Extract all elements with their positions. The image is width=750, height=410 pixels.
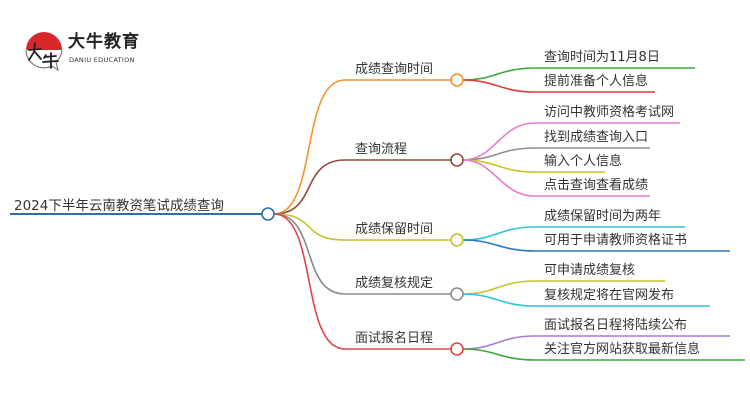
- logo-mark-icon: [25, 32, 63, 72]
- leaf-connector: [462, 280, 665, 295]
- root-node[interactable]: 2024下半年云南教资笔试成绩查询: [14, 198, 224, 214]
- leaf-connector: [462, 348, 745, 361]
- branch-node[interactable]: 成绩查询时间: [355, 62, 434, 77]
- branch-connector: [273, 213, 451, 350]
- leaf-node[interactable]: 提前准备个人信息: [544, 74, 649, 89]
- leaf-node[interactable]: 面试报名日程将陆续公布: [544, 318, 688, 333]
- branch-connector: [273, 79, 451, 215]
- branch-node[interactable]: 成绩保留时间: [355, 222, 434, 237]
- leaf-node[interactable]: 可申请成绩复核: [544, 263, 636, 278]
- leaf-connector: [462, 293, 710, 307]
- root-collapse-toggle: [261, 207, 275, 221]
- leaf-node[interactable]: 查询时间为11月8日: [544, 50, 660, 65]
- branch-connector: [273, 213, 451, 241]
- branch-collapse-toggle: [450, 342, 464, 356]
- branch-connector: [273, 213, 451, 295]
- branch-node[interactable]: 成绩复核规定: [355, 276, 434, 291]
- leaf-node[interactable]: 点击查询查看成绩: [544, 178, 649, 193]
- leaf-node[interactable]: 复核规定将在官网发布: [544, 288, 675, 303]
- branch-connector: [273, 159, 451, 215]
- leaf-connector: [462, 79, 655, 93]
- branch-node[interactable]: 面试报名日程: [355, 331, 434, 346]
- leaf-connector: [462, 122, 680, 161]
- branch-collapse-toggle: [450, 233, 464, 247]
- leaf-node[interactable]: 关注官方网站获取最新信息: [544, 342, 701, 357]
- branch-collapse-toggle: [450, 73, 464, 87]
- leaf-connector: [462, 335, 730, 350]
- logo-subtitle: DANIU EDUCATION: [69, 56, 135, 64]
- leaf-node[interactable]: 可用于申请教师资格证书: [544, 233, 688, 248]
- branch-node[interactable]: 查询流程: [355, 142, 408, 157]
- leaf-connector: [462, 159, 605, 173]
- leaf-connector: [462, 226, 685, 241]
- logo: 大牛教育 DANIU EDUCATION: [22, 28, 172, 72]
- leaf-connector: [462, 239, 730, 252]
- leaf-connector: [462, 67, 695, 81]
- leaf-node[interactable]: 访问中教师资格考试网: [544, 105, 675, 120]
- leaf-node[interactable]: 成绩保留时间为两年: [544, 209, 662, 224]
- branch-collapse-toggle: [450, 287, 464, 301]
- leaf-node[interactable]: 找到成绩查询入口: [544, 130, 649, 145]
- logo-brand: 大牛教育: [68, 32, 140, 52]
- leaf-connector: [462, 147, 650, 161]
- leaf-connector: [462, 159, 650, 197]
- leaf-node[interactable]: 输入个人信息: [544, 154, 623, 169]
- branch-collapse-toggle: [450, 153, 464, 167]
